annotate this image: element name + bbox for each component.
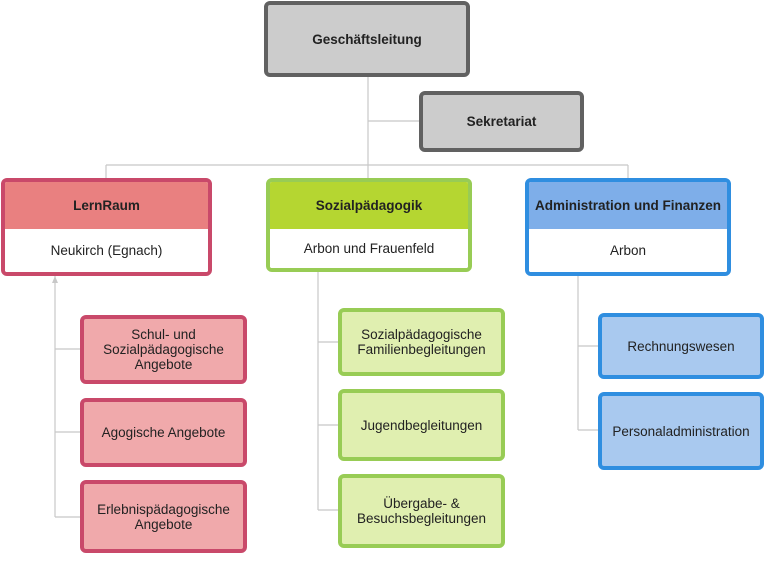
secretary-box: Sekretariat — [419, 91, 584, 152]
unit-label: Agogische Angebote — [101, 425, 226, 440]
department-sozialpaedagogik: Sozialpädagogik Arbon und Frauenfeld — [266, 178, 472, 272]
unit-box: Rechnungswesen — [598, 313, 764, 379]
department-lernraum: LernRaum Neukirch (Egnach) — [1, 178, 212, 276]
department-title: Sozialpädagogik — [270, 182, 468, 229]
department-location: Arbon und Frauenfeld — [270, 229, 468, 268]
unit-label: Sozialpädagogische Familienbegleitungen — [357, 327, 486, 357]
unit-box: Übergabe- & Besuchsbegleitungen — [338, 474, 505, 548]
department-location: Arbon — [529, 229, 727, 272]
unit-label: Übergabe- & Besuchsbegleitungen — [356, 496, 487, 526]
top-management-box: Geschäftsleitung — [264, 1, 470, 77]
department-title: Administration und Finanzen — [529, 182, 727, 229]
department-title: LernRaum — [5, 182, 208, 229]
unit-box: Personaladministration — [598, 392, 764, 470]
department-location: Neukirch (Egnach) — [5, 229, 208, 272]
top-management-label: Geschäftsleitung — [312, 31, 422, 47]
unit-label: Jugendbegleitungen — [360, 417, 483, 433]
secretary-label: Sekretariat — [466, 114, 537, 129]
unit-label: Schul- und Sozialpädagogische Angebote — [103, 327, 224, 372]
unit-label: Erlebnispädagogische Angebote — [97, 501, 230, 532]
unit-label: Personaladministration — [612, 423, 750, 439]
unit-box: Schul- und Sozialpädagogische Angebote — [80, 315, 247, 384]
unit-box: Erlebnispädagogische Angebote — [80, 480, 247, 553]
unit-box: Jugendbegleitungen — [338, 389, 505, 461]
unit-box: Sozialpädagogische Familienbegleitungen — [338, 308, 505, 376]
department-administration: Administration und Finanzen Arbon — [525, 178, 731, 276]
unit-box: Agogische Angebote — [80, 398, 247, 467]
unit-label: Rechnungswesen — [627, 338, 735, 354]
